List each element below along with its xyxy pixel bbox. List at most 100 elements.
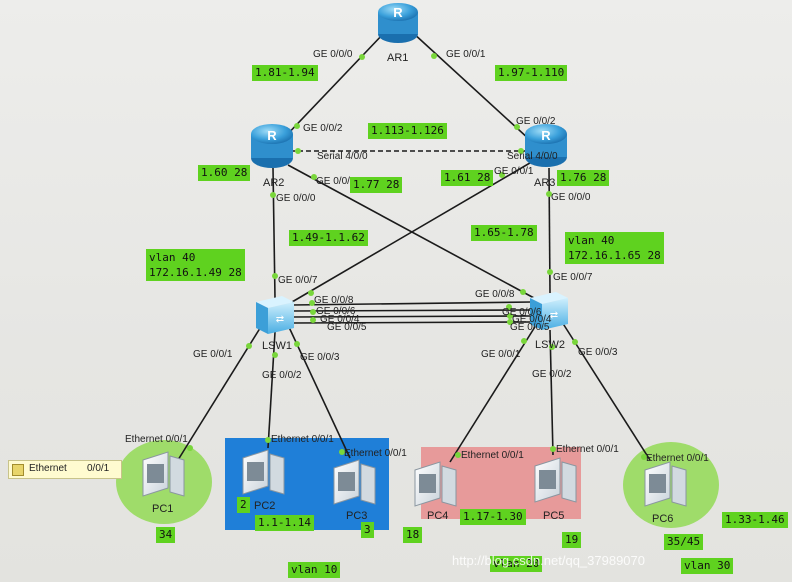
- port-lsw1-ge001: GE 0/0/1: [193, 349, 233, 360]
- note-1-1-14: 1.1-1.14: [255, 515, 314, 531]
- note-vlan40-right-line1: vlan 40: [568, 234, 615, 247]
- label-pc4: PC4: [427, 510, 449, 522]
- port-pc2-eth: Ethernet 0/0/1: [271, 434, 334, 445]
- port-ar3-serial: Serial 4/0/0: [507, 151, 558, 162]
- pc1-icon[interactable]: [142, 451, 185, 497]
- port-lsw1-ge004: GE 0/0/4: [320, 314, 360, 325]
- note-1-33-46: 1.33-1.46: [722, 512, 788, 528]
- link-ar1-ar2: [281, 31, 386, 141]
- label-lsw2: LSW2: [535, 339, 565, 351]
- note-vlan40-left: vlan 40 172.16.1.49 28: [146, 249, 245, 281]
- link-lsw2-pc5: [549, 329, 554, 456]
- link-lsw-ge006: [291, 309, 533, 312]
- router-ar2[interactable]: R: [251, 124, 293, 168]
- port-ar1-ge000: GE 0/0/0: [313, 49, 353, 60]
- note-vlan40-right: vlan 40 172.16.1.65 28: [565, 232, 664, 264]
- port-lsw1-ge002: GE 0/0/2: [262, 370, 302, 381]
- port-ar2-ge001: GE 0/0/1: [316, 176, 356, 187]
- label-lsw1: LSW1: [262, 340, 292, 352]
- port-lsw2-ge003: GE 0/0/3: [578, 347, 618, 358]
- link-lsw1-pc2: [267, 331, 276, 449]
- port-pc6-eth: Ethernet 0/0/1: [646, 453, 709, 464]
- port-ar3-ge002: GE 0/0/2: [516, 116, 556, 127]
- note-2: 2: [237, 497, 250, 513]
- note-1-97-110: 1.97-1.110: [495, 65, 568, 81]
- port-ar2-serial: Serial 4/0/0: [317, 151, 368, 162]
- router-icon: R: [267, 128, 277, 143]
- note-1-61-28: 1.61 28: [441, 170, 494, 186]
- link-ar3-lsw1: [291, 159, 536, 303]
- watermark: http://blog.csdn.net/qq_37989070: [452, 553, 645, 568]
- port-pc1-eth: Ethernet 0/0/1: [125, 434, 188, 445]
- switch-lsw1[interactable]: ⇄: [256, 296, 294, 334]
- link-lsw2-pc4: [449, 321, 539, 463]
- port-lsw2-ge002: GE 0/0/2: [532, 369, 572, 380]
- router-ar1[interactable]: R: [378, 3, 418, 43]
- link-lsw-ge004: [291, 315, 533, 318]
- pc3-icon[interactable]: [333, 459, 376, 505]
- note-vlan40-left-line1: vlan 40: [149, 251, 196, 264]
- router-icon: R: [393, 5, 403, 20]
- port-lsw1-ge005: GE 0/0/5: [327, 322, 367, 333]
- pc6-icon[interactable]: [644, 461, 687, 507]
- port-ar3-ge000: GE 0/0/0: [551, 192, 591, 203]
- tooltip-text: Ethernet: [29, 463, 67, 474]
- link-lsw-ge005: [291, 321, 533, 324]
- tooltip-icon: [12, 464, 24, 476]
- port-lsw1-ge006: GE 0/0/6: [316, 306, 356, 317]
- port-lsw2-ge005: GE 0/0/5: [510, 322, 550, 333]
- port-pc4-eth: Ethernet 0/0/1: [461, 450, 524, 461]
- label-pc5: PC5: [543, 510, 565, 522]
- port-tooltip: Ethernet 0/0/1: [8, 460, 122, 479]
- port-pc5-eth: Ethernet 0/0/1: [556, 444, 619, 455]
- port-lsw2-ge001: GE 0/0/1: [481, 349, 521, 360]
- port-lsw2-ge008: GE 0/0/8: [475, 289, 515, 300]
- port-ar3-ge001: GE 0/0/1: [494, 166, 534, 177]
- link-lsw-ge008: [291, 301, 533, 306]
- note-18: 18: [403, 527, 423, 543]
- note-1-81-94: 1.81-1.94: [252, 65, 318, 81]
- label-ar2: AR2: [263, 177, 285, 189]
- link-lsw1-pc3: [287, 324, 351, 459]
- note-vlan30: vlan 30: [681, 558, 734, 574]
- label-ar1: AR1: [387, 52, 409, 64]
- note-vlan40-right-line2: 172.16.1.65 28: [568, 249, 661, 262]
- switch-icon: ⇄: [550, 310, 558, 321]
- note-1-60-28: 1.60 28: [198, 165, 251, 181]
- switch-lsw2[interactable]: ⇄: [530, 292, 568, 330]
- label-pc2: PC2: [254, 500, 276, 512]
- link-ar1-ar3: [411, 31, 531, 141]
- port-ar2-ge000: GE 0/0/0: [276, 193, 316, 204]
- pc4-icon[interactable]: [414, 461, 457, 507]
- port-lsw1-ge007: GE 0/0/7: [278, 275, 318, 286]
- label-pc1: PC1: [152, 503, 174, 515]
- port-pc3-eth: Ethernet 0/0/1: [344, 448, 407, 459]
- label-pc3: PC3: [346, 510, 368, 522]
- port-ar1-ge001: GE 0/0/1: [446, 49, 486, 60]
- label-pc6: PC6: [652, 513, 674, 525]
- router-icon: R: [541, 128, 551, 143]
- note-1-113-126: 1.113-1.126: [368, 123, 447, 139]
- port-lsw1-ge003: GE 0/0/3: [300, 352, 340, 363]
- port-lsw2-ge007: GE 0/0/7: [553, 272, 593, 283]
- pc5-icon[interactable]: [534, 457, 577, 503]
- note-1-49-62: 1.49-1.1.62: [289, 230, 368, 246]
- tooltip-port: 0/0/1: [87, 463, 110, 474]
- note-1-65-78: 1.65-1.78: [471, 225, 537, 241]
- port-lsw1-ge008: GE 0/0/8: [314, 295, 354, 306]
- note-3: 3: [361, 522, 374, 538]
- note-19: 19: [562, 532, 582, 548]
- switch-icon: ⇄: [276, 314, 284, 325]
- note-35-45: 35/45: [664, 534, 704, 550]
- router-ar3[interactable]: R: [525, 124, 567, 167]
- pc6-circle: [623, 442, 719, 528]
- port-ar2-ge002: GE 0/0/2: [303, 123, 343, 134]
- note-vlan40-left-line2: 172.16.1.49 28: [149, 266, 242, 279]
- port-lsw2-ge004: GE 0/0/4: [512, 314, 552, 325]
- note-vlan10: vlan 10: [288, 562, 341, 578]
- link-ar2-lsw2: [287, 164, 535, 299]
- note-34: 34: [156, 527, 176, 543]
- pc2-icon[interactable]: [242, 449, 285, 495]
- link-lsw2-pc6: [561, 321, 651, 461]
